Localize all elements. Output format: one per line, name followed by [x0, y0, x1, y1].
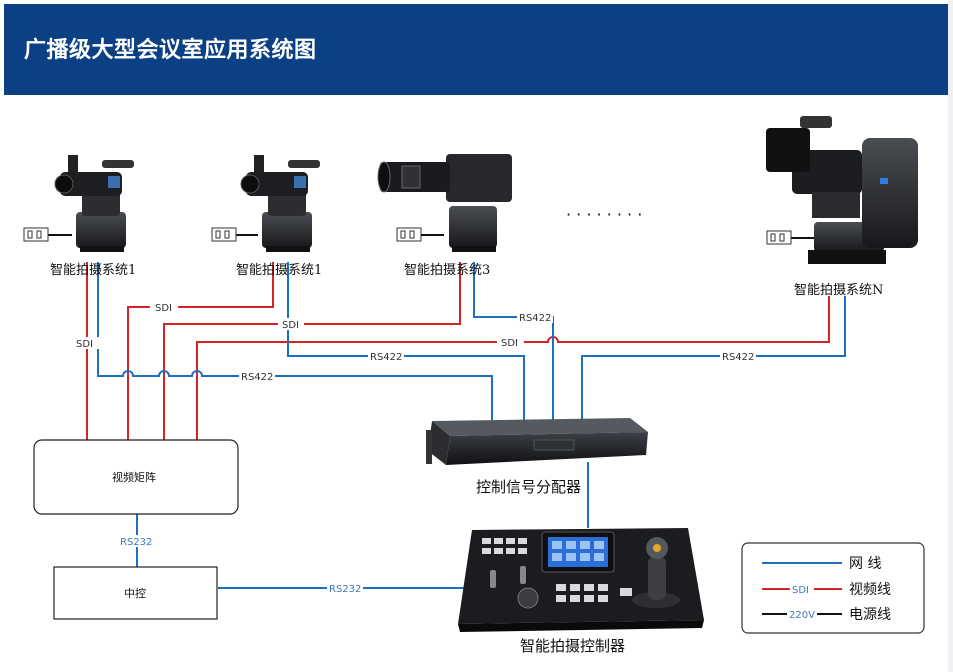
- broadcast-camera-ptz-icon: [766, 116, 918, 264]
- legend-video-label: 视频线: [849, 582, 891, 598]
- sdi-wire-cam3: [163, 262, 461, 440]
- scroll-edge: [948, 0, 953, 672]
- page-title: 广播级大型会议室应用系统图: [24, 38, 317, 63]
- power-plug-icon: [766, 230, 792, 245]
- wires: [48, 234, 846, 589]
- legend-network-label: 网 线: [849, 556, 881, 572]
- camera-1: 智能拍摄系统1: [50, 155, 136, 278]
- camera-n: 智能拍摄系统N: [766, 116, 918, 298]
- power-plug-icon: [396, 227, 422, 242]
- rs422-label: RS422: [370, 352, 402, 363]
- controller-label: 智能拍摄控制器: [520, 637, 625, 655]
- legend-network: 网 线: [762, 556, 881, 572]
- power-sockets: [23, 227, 792, 245]
- rs232-label: RS232: [329, 584, 361, 595]
- power-plug-icon: [23, 227, 49, 242]
- legend-power-tag: 220V: [789, 610, 815, 621]
- rs232-label: RS232: [120, 537, 152, 548]
- rs422-label: RS422: [722, 352, 754, 363]
- sdi-label: SDI: [155, 303, 172, 314]
- sdi-label: SDI: [501, 338, 518, 349]
- rs422-label: RS422: [241, 372, 273, 383]
- video-matrix: 视频矩阵: [33, 439, 239, 515]
- sdi-label: SDI: [282, 320, 299, 331]
- distributor-label: 控制信号分配器: [476, 478, 581, 496]
- title-banner: 广播级大型会议室应用系统图: [4, 4, 948, 95]
- smart-controller: 智能拍摄控制器: [458, 528, 704, 655]
- wire-labels: SDI SDI SDI SDI RS422 RS422 RS422 RS422 …: [70, 301, 756, 595]
- camera-2: 智能拍摄系统1: [236, 155, 322, 278]
- legend: 网 线 SDI 视频线 220V 电源线: [741, 542, 925, 634]
- camera-label: 智能拍摄系统3: [404, 263, 490, 278]
- camera-label: 智能拍摄系统1: [50, 263, 136, 278]
- legend-power-label: 电源线: [849, 607, 891, 623]
- camera-label: 智能拍摄系统1: [236, 263, 322, 278]
- central-control-label: 中控: [124, 586, 146, 600]
- camcorder-ptz-icon: [240, 155, 320, 252]
- camera-label: 智能拍摄系统N: [794, 283, 883, 298]
- camcorder-ptz-icon: [54, 155, 134, 252]
- box-camera-ptz-icon: [377, 154, 512, 252]
- signal-distributor: 控制信号分配器: [426, 418, 648, 496]
- power-plug-icon: [211, 227, 237, 242]
- rs422-wire-cam2: [287, 262, 525, 420]
- legend-video: SDI 视频线: [762, 582, 891, 598]
- legend-power: 220V 电源线: [762, 607, 891, 623]
- rs422-wire-camN: [581, 296, 846, 420]
- legend-video-tag: SDI: [792, 585, 809, 596]
- rs422-wire-cam3: [473, 262, 554, 420]
- rs422-label: RS422: [519, 313, 551, 324]
- more-cameras-ellipsis: · · · · · · · ·: [566, 205, 642, 224]
- sdi-wire-cam2: [127, 262, 274, 440]
- sdi-label: SDI: [76, 339, 93, 350]
- ptz-controller-icon: [458, 528, 704, 632]
- matrix-label: 视频矩阵: [112, 470, 156, 484]
- rack-unit-icon: [426, 418, 648, 465]
- camera-3: 智能拍摄系统3: [377, 154, 512, 278]
- rs422-wire-cam1: [97, 262, 493, 420]
- central-control: 中控: [53, 566, 218, 620]
